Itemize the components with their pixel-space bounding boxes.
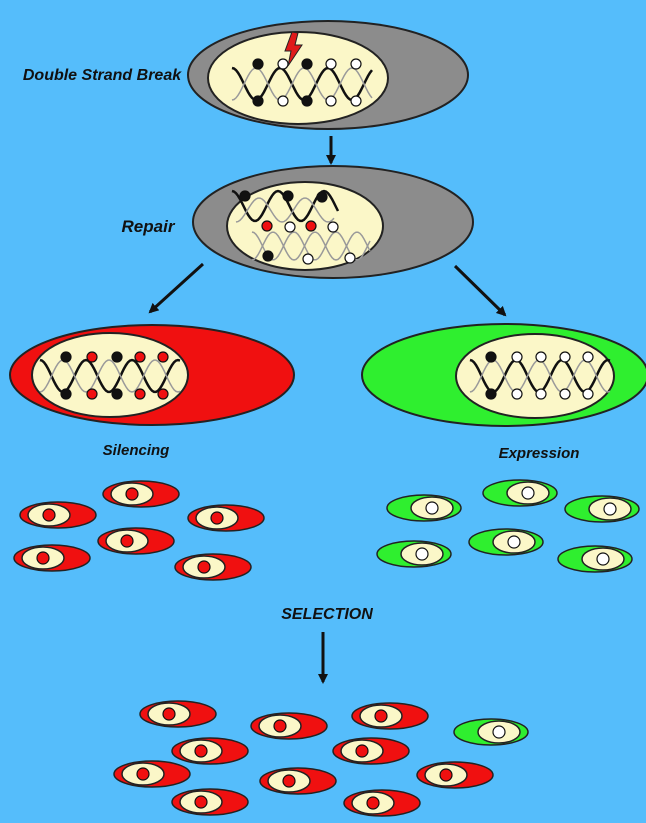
silenced-cell-small: [343, 789, 421, 817]
expressing-cell-small: [468, 528, 544, 556]
cpg-site-top: [301, 58, 313, 70]
cpg-site-bottom: [350, 95, 362, 107]
double-strand-break-label: Double Strand Break: [23, 67, 182, 84]
silenced-cell-small: [174, 553, 252, 581]
cpg-site-repaired: [282, 190, 294, 202]
silenced-cell-small: [113, 760, 191, 788]
cpg-site-template: [302, 253, 314, 265]
cpg-site-template: [344, 252, 356, 264]
expressing-cell-small: [557, 545, 633, 573]
dna-methylated-helix: [39, 351, 181, 400]
silencing-colony: [13, 480, 265, 581]
silenced-cell-small: [332, 737, 410, 765]
selection-label: SELECTION: [281, 606, 373, 623]
methylated-cpg-bottom: [134, 388, 146, 400]
expression-label: Expression: [499, 445, 580, 462]
break-lightning-icon: [284, 31, 303, 67]
methylated-cpg-top: [157, 351, 169, 363]
silenced-cell-small: [351, 702, 429, 730]
silenced-cell: [9, 324, 295, 426]
arrow-to-expression: [453, 264, 507, 317]
cpg-site-bottom: [325, 95, 337, 107]
cpg-site-repaired: [305, 220, 317, 232]
cpg-site-repaired: [239, 190, 251, 202]
cpg-site-bottom: [301, 95, 313, 107]
expressing-cell-small: [482, 479, 558, 507]
expressing-cell-small: [386, 494, 462, 522]
cpg-site-repaired: [316, 191, 328, 203]
unmethylated-cpg-top: [485, 351, 497, 363]
unmethylated-cpg-bottom: [559, 388, 571, 400]
methylated-cpg-top: [134, 351, 146, 363]
silenced-cell-small: [187, 504, 265, 532]
unmethylated-cpg-top: [511, 351, 523, 363]
dna-strand-repaired: [235, 197, 335, 223]
methylated-cpg-top: [111, 351, 123, 363]
silencing-label: Silencing: [103, 442, 170, 459]
cpg-site-template: [327, 221, 339, 233]
methylated-cpg-bottom: [86, 388, 98, 400]
silenced-cell-small: [19, 501, 97, 529]
unmethylated-cpg-bottom: [582, 388, 594, 400]
expressing-cell: [361, 323, 646, 427]
expressing-cell-small: [564, 495, 640, 523]
silenced-cell-small: [416, 761, 494, 789]
cpg-site-bottom: [252, 95, 264, 107]
dna-unmethylated-helix: [469, 351, 611, 400]
silenced-cell-small: [102, 480, 180, 508]
unmethylated-cpg-top: [559, 351, 571, 363]
cpg-site-top: [325, 58, 337, 70]
arrow-to-silencing: [148, 262, 205, 314]
dna-double-helix: [231, 58, 373, 107]
silenced-cell-small: [97, 527, 175, 555]
silenced-cell-small: [171, 788, 249, 816]
repair-cell: [192, 165, 474, 279]
cpg-site-bottom: [277, 95, 289, 107]
methylated-cpg-bottom: [60, 388, 72, 400]
silenced-cell-small: [13, 544, 91, 572]
cpg-site-template: [262, 250, 274, 262]
silenced-cell-small: [171, 737, 249, 765]
unmethylated-cpg-top: [535, 351, 547, 363]
dna-strand-template: [251, 231, 371, 261]
unmethylated-cpg-bottom: [535, 388, 547, 400]
cpg-site-template: [284, 221, 296, 233]
silenced-cell-small: [139, 700, 217, 728]
expressing-cell-small: [453, 718, 529, 746]
cpg-site-repaired: [261, 220, 273, 232]
selected-colony: [113, 700, 529, 817]
unmethylated-cpg-bottom: [485, 388, 497, 400]
unmethylated-cpg-top: [582, 351, 594, 363]
methylated-cpg-bottom: [111, 388, 123, 400]
methylated-cpg-top: [86, 351, 98, 363]
silenced-cell-small: [259, 767, 337, 795]
repair-label: Repair: [122, 217, 176, 236]
cpg-site-top: [277, 58, 289, 70]
dna-repaired-helices: [231, 189, 371, 265]
cpg-site-top: [350, 58, 362, 70]
cpg-site-top: [252, 58, 264, 70]
expression-colony: [376, 479, 640, 573]
silenced-cell-small: [250, 712, 328, 740]
unmethylated-cpg-bottom: [511, 388, 523, 400]
break-cell: [187, 20, 469, 130]
methylated-cpg-bottom: [157, 388, 169, 400]
expressing-cell-small: [376, 540, 452, 568]
methylated-cpg-top: [60, 351, 72, 363]
